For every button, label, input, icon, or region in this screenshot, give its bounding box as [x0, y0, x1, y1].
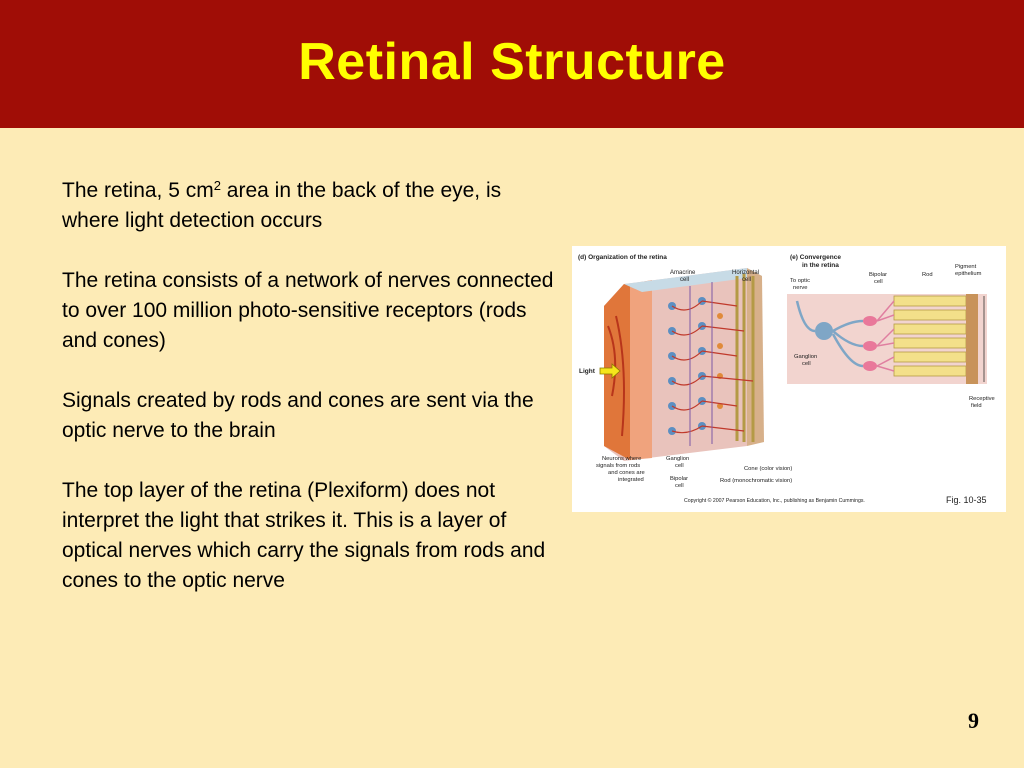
label-pigment-2: epithelium — [955, 271, 982, 277]
panel-e-title-line2: in the retina — [802, 262, 839, 269]
label-neurons-1: Neurons where — [602, 456, 641, 462]
retina-diagram: (d) Organization of the retina (e) Conve… — [578, 254, 995, 505]
body-text: The retina, 5 cm2 area in the back of th… — [62, 176, 562, 626]
superscript-2: 2 — [213, 178, 221, 193]
paragraph-plexiform: The top layer of the retina (Plexiform) … — [62, 479, 546, 592]
label-horizontal-1: Horizontal — [732, 270, 759, 276]
panel-d-title: (d) Organization of the retina — [578, 254, 667, 261]
label-pigment-1: Pigment — [955, 264, 977, 270]
label-ganglion-1: Ganglion — [666, 456, 689, 462]
label-light: Light — [579, 368, 596, 375]
label-to-optic-1: To optic — [790, 278, 810, 284]
label-horizontal-2: cell — [742, 277, 751, 283]
label-cone: Cone (color vision) — [744, 466, 792, 472]
label-ganglion-e-2: cell — [802, 361, 811, 367]
paragraph-retina-area-post: area in the back of the eye, is where li… — [62, 179, 502, 232]
paragraph-network: The retina consists of a network of nerv… — [62, 269, 554, 352]
label-ganglion-e-1: Ganglion — [794, 354, 817, 360]
page-number: 9 — [968, 708, 979, 733]
slide-title: Retinal Structure — [298, 33, 726, 91]
label-bipolar-1: Bipolar — [670, 476, 688, 482]
convergence-illustration — [787, 294, 987, 384]
label-to-optic-2: nerve — [793, 285, 808, 291]
paragraph-signals: Signals created by rods and cones are se… — [62, 389, 534, 442]
label-neurons-3: and cones are — [608, 470, 645, 476]
label-bipolar-2: cell — [675, 483, 684, 489]
copyright-text: Copyright © 2007 Pearson Education, Inc.… — [684, 497, 865, 504]
figure-number: Fig. 10-35 — [946, 495, 987, 505]
retina-figure: (d) Organization of the retina (e) Conve… — [572, 246, 1006, 512]
panel-e-title-line1: (e) Convergence — [790, 254, 841, 261]
label-ganglion-2: cell — [675, 463, 684, 469]
label-receptive-1: Receptive — [969, 396, 995, 402]
retina-block-illustration — [599, 268, 764, 461]
label-neurons-2: signals from rods — [596, 463, 640, 469]
paragraph-retina-area: The retina, 5 cm2 area in the back of th… — [62, 176, 562, 236]
label-amacrine-2: cell — [680, 277, 689, 283]
label-amacrine-1: Amacrine — [670, 270, 696, 276]
label-rod-e: Rod — [922, 272, 933, 278]
label-neurons-4: integrated — [618, 477, 644, 483]
label-rod-mono: Rod (monochromatic vision) — [720, 478, 792, 484]
label-bipolar-e-1: Bipolar — [869, 272, 887, 278]
label-bipolar-e-2: cell — [874, 279, 883, 285]
label-receptive-2: field — [971, 403, 982, 409]
title-bar: Retinal Structure — [0, 0, 1024, 128]
paragraph-retina-area-pre: The retina, 5 cm — [62, 179, 214, 202]
